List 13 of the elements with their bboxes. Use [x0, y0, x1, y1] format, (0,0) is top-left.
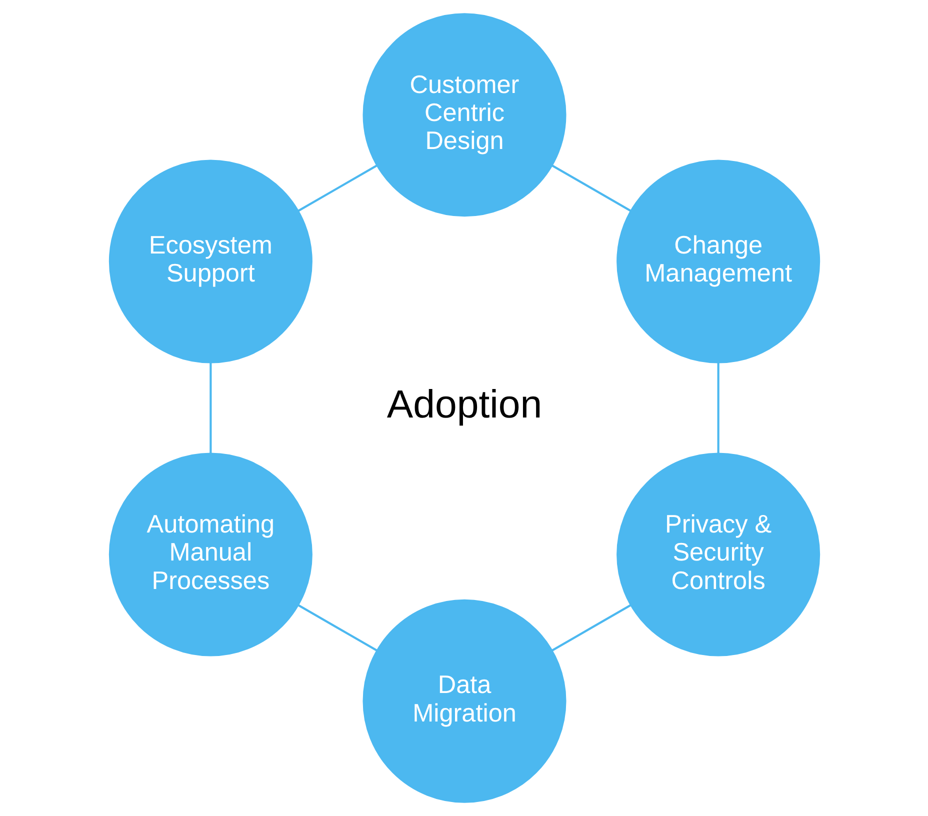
connector [209, 362, 212, 454]
node-circle: Change Management [616, 160, 820, 364]
connector [716, 362, 719, 454]
node-circle: Customer Centric Design [362, 13, 566, 217]
node-circle: Privacy & Security Controls [616, 452, 820, 656]
connector [297, 604, 377, 652]
connector [551, 604, 631, 652]
connector [551, 164, 631, 212]
node-circle: Data Migration [362, 599, 566, 803]
node-circle: Ecosystem Support [108, 160, 312, 364]
connector [297, 164, 377, 212]
node-circle: Automating Manual Processes [108, 452, 312, 656]
label: Adoption [386, 382, 542, 427]
